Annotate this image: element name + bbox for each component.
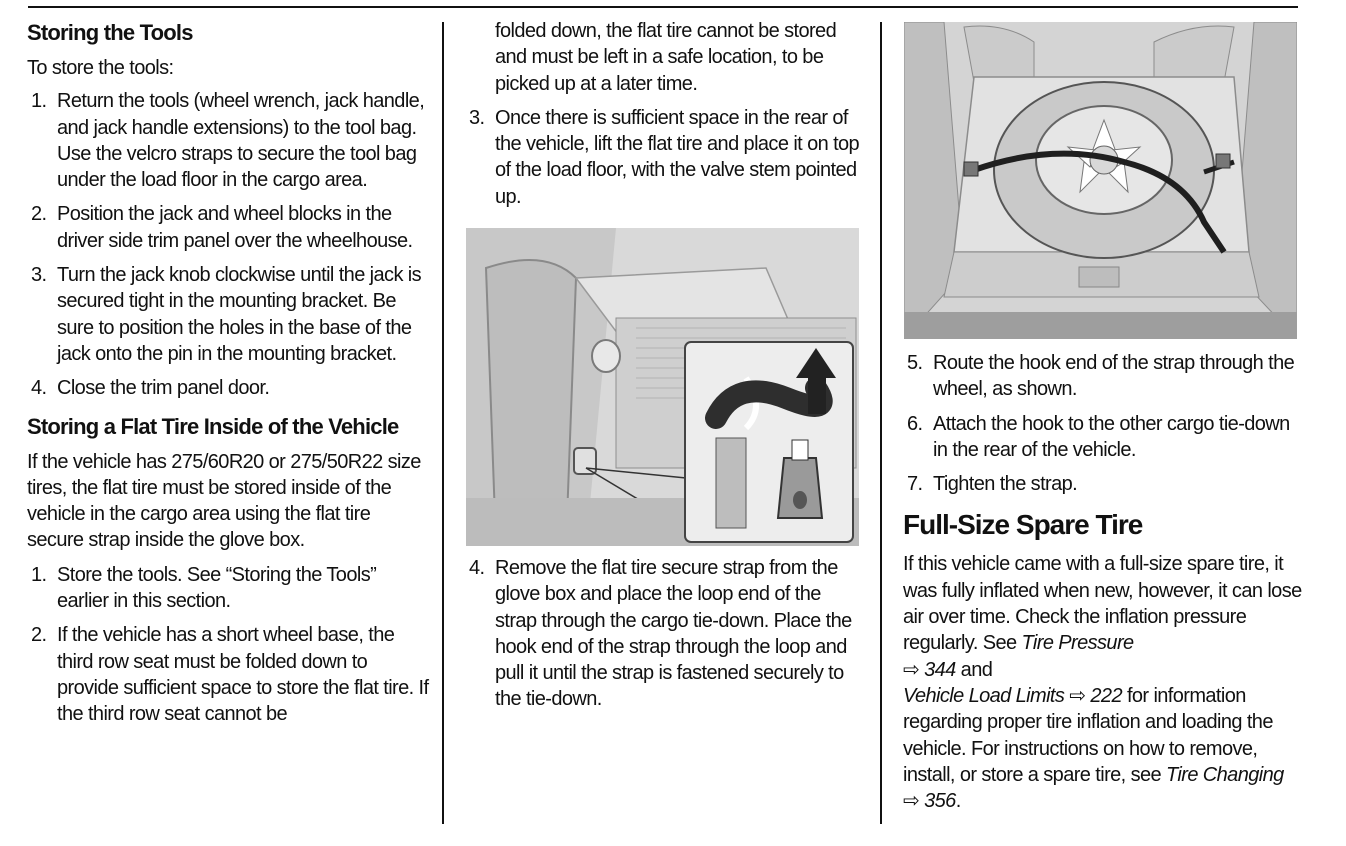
heading-full-size-spare: Full-Size Spare Tire (903, 509, 1143, 541)
list-item: 4.Close the trim panel door. (31, 377, 270, 400)
list-item: 2.Position the jack and wheel blocks in … (31, 203, 413, 252)
step-3-list: 3.Once there is sufficient space in the … (465, 105, 860, 210)
page-ref-arrow-icon: ⇨ (903, 790, 920, 813)
list-item: 3.Turn the jack knob clockwise until the… (31, 264, 422, 365)
list-item: 2.If the vehicle has a short wheel base,… (31, 624, 429, 726)
list-item: 7.Tighten the strap. (907, 473, 1078, 496)
link-tire-changing[interactable]: Tire Changing (1165, 763, 1284, 786)
link-vehicle-load-limits[interactable]: Vehicle Load Limits (903, 684, 1065, 707)
top-rule (28, 6, 1298, 8)
heading-storing-tools: Storing the Tools (27, 20, 193, 45)
intro-store-tools: To store the tools: (27, 57, 174, 79)
list-item: 5.Route the hook end of the strap throug… (907, 352, 1295, 401)
steps-5-7-list: 5.Route the hook end of the strap throug… (903, 350, 1303, 497)
page-ref-arrow-icon: ⇨ (1069, 684, 1086, 707)
heading-storing-flat-tire: Storing a Flat Tire Inside of the Vehicl… (27, 413, 399, 439)
step-4-list: 4.Remove the flat tire secure strap from… (465, 555, 860, 713)
link-tire-pressure[interactable]: Tire Pressure (1021, 632, 1134, 655)
tools-steps-list: 1.Return the tools (wheel wrench, jack h… (27, 88, 429, 401)
column-2: folded down, the flat tire cannot be sto… (465, 18, 860, 210)
column-divider-1 (442, 22, 444, 824)
flat-tire-intro: If the vehicle has 275/60R20 or 275/50R2… (27, 450, 421, 552)
list-item: 3.Once there is sufficient space in the … (469, 106, 860, 208)
column-divider-2 (880, 22, 882, 824)
column-2-lower: 4.Remove the flat tire secure strap from… (465, 555, 860, 713)
list-item: 1.Store the tools. See “Storing the Tool… (31, 563, 377, 613)
continued-step-text: folded down, the flat tire cannot be sto… (495, 20, 837, 95)
list-item: 4.Remove the flat tire secure strap from… (469, 557, 852, 711)
column-1: Storing the Tools To store the tools: 1.… (27, 18, 429, 728)
list-item: 1.Return the tools (wheel wrench, jack h… (31, 90, 425, 192)
spare-tire-cargo-illustration (904, 22, 1297, 339)
page-ref-arrow-icon: ⇨ (903, 658, 920, 681)
cargo-tie-down-illustration (466, 228, 859, 546)
column-3: 5.Route the hook end of the strap throug… (903, 350, 1303, 814)
list-item: 6.Attach the hook to the other cargo tie… (907, 412, 1290, 461)
flat-tire-steps-list: 1.Store the tools. See “Storing the Tool… (27, 562, 429, 728)
spare-tire-paragraph: If this vehicle came with a full-size sp… (903, 551, 1303, 814)
